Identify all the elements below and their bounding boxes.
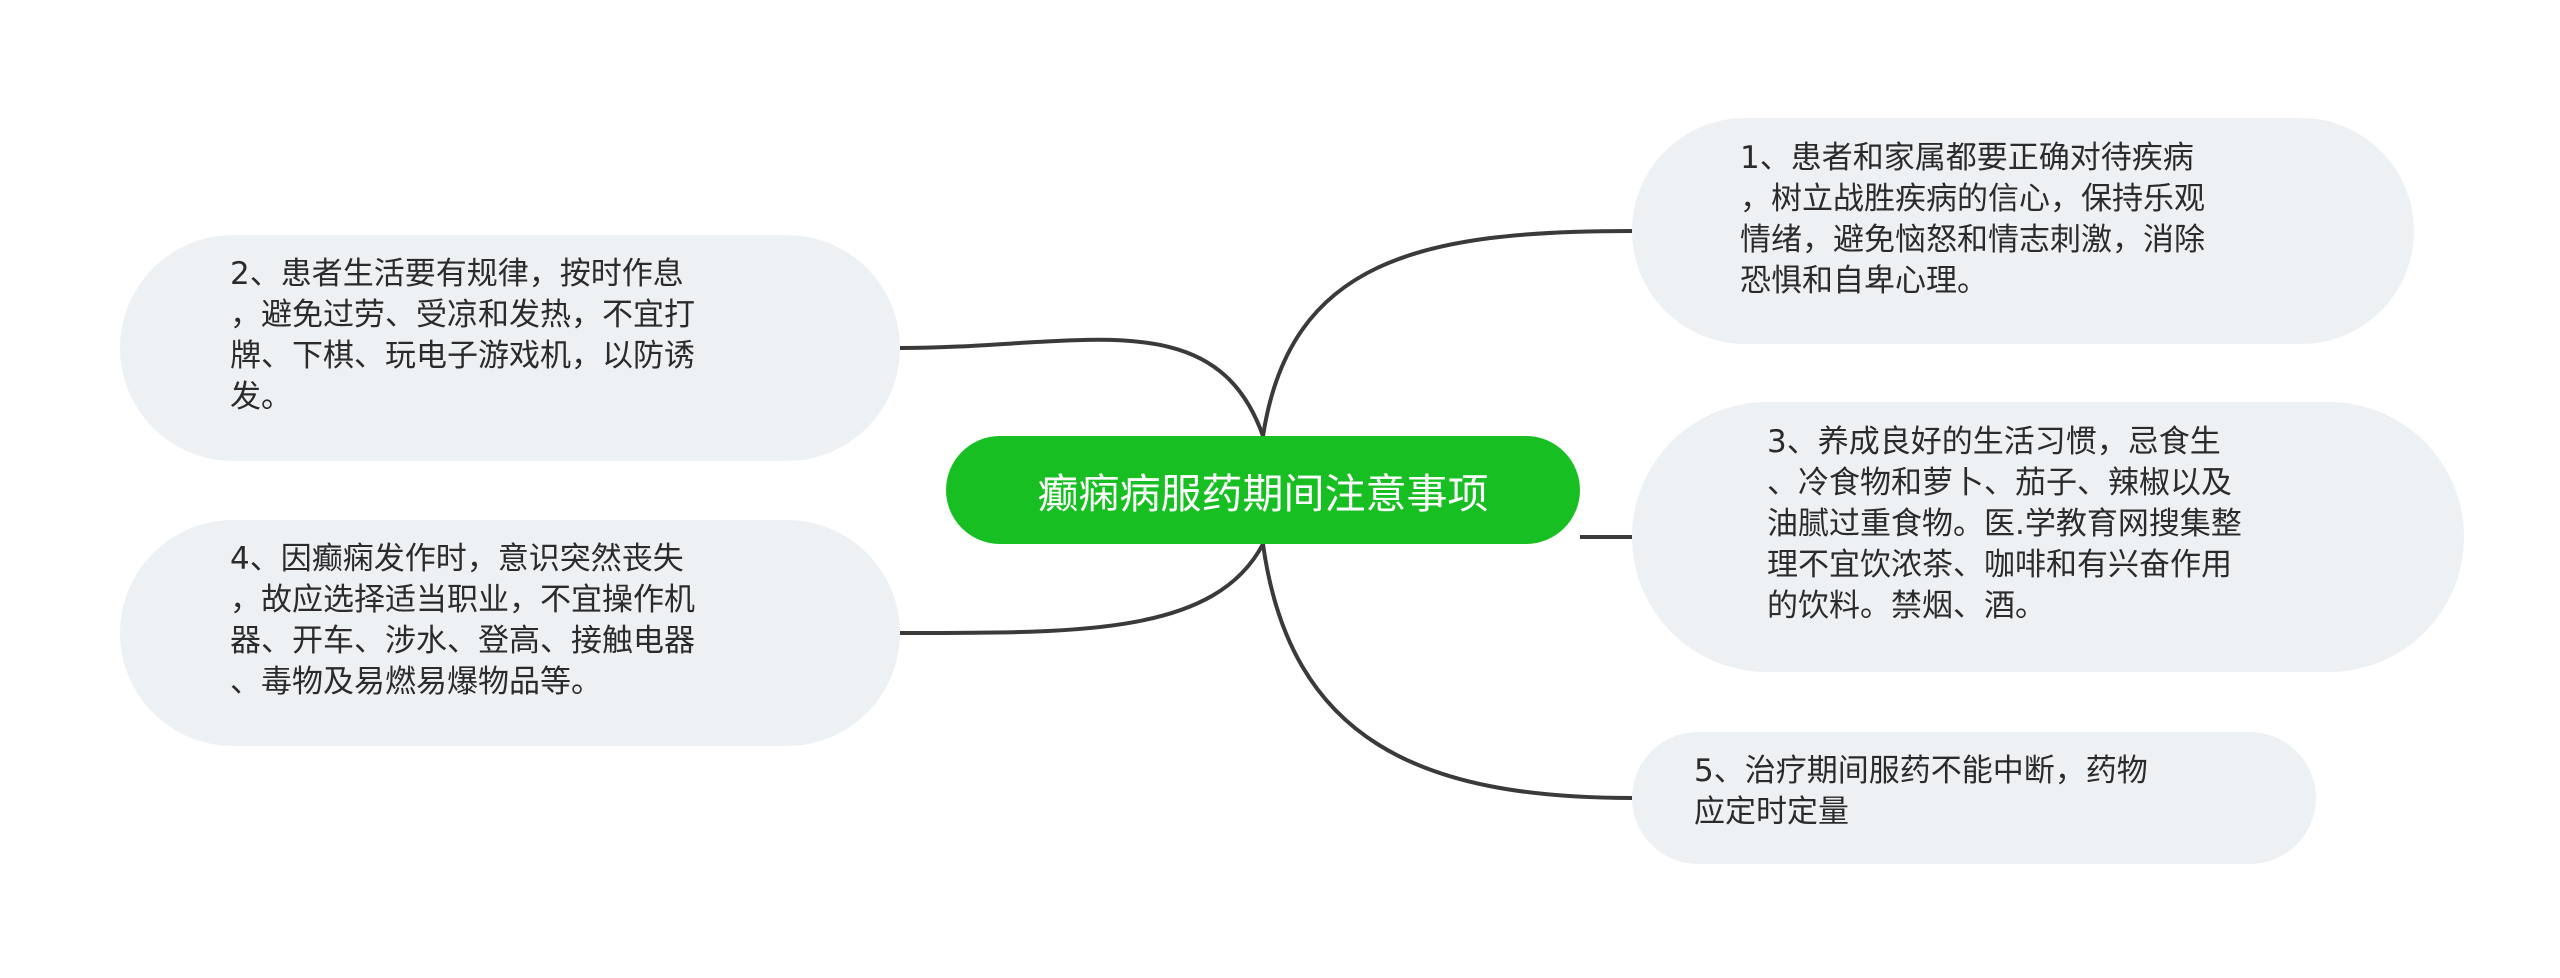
topic-item-1[interactable]: 1、患者和家属都要正确对待疾病 ，树立战胜疾病的信心，保持乐观 情绪，避免恼怒和…: [1632, 118, 2414, 344]
topic-item-4[interactable]: 4、因癫痫发作时，意识突然丧失 ，故应选择适当职业，不宜操作机 器、开车、涉水、…: [120, 520, 900, 746]
topic-item-2-text: 2、患者生活要有规律，按时作息 ，避免过劳、受凉和发热，不宜打 牌、下棋、玩电子…: [230, 256, 695, 415]
topic-item-3-text: 3、养成良好的生活习惯，忌食生 、冷食物和萝卜、茄子、辣椒以及 油腻过重食物。医…: [1767, 424, 2242, 624]
topic-item-5[interactable]: 5、治疗期间服药不能中断，药物 应定时定量: [1632, 732, 2316, 864]
connector-to-item4: [899, 543, 1265, 636]
root-topic-label: 癫痫病服药期间注意事项: [1037, 470, 1489, 518]
topic-item-5-text: 5、治疗期间服药不能中断，药物 应定时定量: [1694, 753, 2148, 830]
connector-to-item5: [1261, 543, 1633, 800]
root-topic[interactable]: 癫痫病服药期间注意事项: [946, 436, 1580, 544]
connector-to-item1: [1261, 229, 1633, 437]
topic-item-3[interactable]: 3、养成良好的生活习惯，忌食生 、冷食物和萝卜、茄子、辣椒以及 油腻过重食物。医…: [1632, 402, 2464, 672]
topic-item-2[interactable]: 2、患者生活要有规律，按时作息 ，避免过劳、受凉和发热，不宜打 牌、下棋、玩电子…: [120, 235, 900, 461]
topic-item-4-text: 4、因癫痫发作时，意识突然丧失 ，故应选择适当职业，不宜操作机 器、开车、涉水、…: [230, 541, 695, 700]
connector-to-item2: [899, 337, 1265, 437]
topic-item-1-text: 1、患者和家属都要正确对待疾病 ，树立战胜疾病的信心，保持乐观 情绪，避免恼怒和…: [1740, 140, 2205, 299]
